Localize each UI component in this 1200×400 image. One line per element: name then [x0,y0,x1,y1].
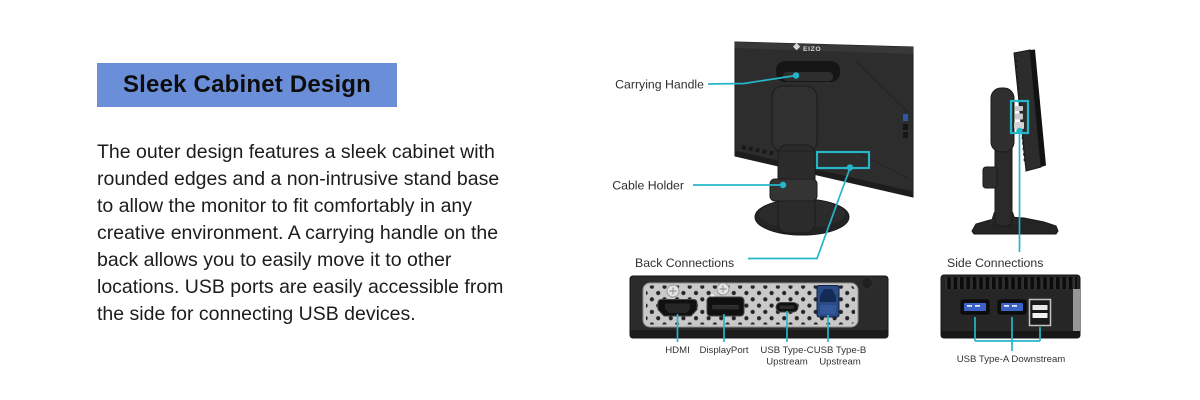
usba-tongue [1001,303,1023,311]
screw-cross [719,285,727,293]
intro-paragraph: The outer design features a sleek cabine… [97,139,503,328]
intro-line: back allows you to easily move it to oth… [97,249,452,271]
carrying-handle-label: Carrying Handle [615,78,704,92]
screw-cross [669,287,677,295]
intro-line: the side for connecting USB devices. [97,303,416,325]
intro-line: to allow the monitor to fit comfortably … [97,195,473,217]
callout-lines [693,74,1021,260]
side-usb-port [1015,113,1023,120]
usb-a-port [997,299,1027,315]
dp-slot [712,305,739,310]
displayport-port [706,296,745,317]
side-connections-dot [1016,127,1023,135]
eizo-logo-text: EIZO [803,46,821,53]
stacked-slot [1032,305,1048,310]
back-connections-panel: HDMI DisplayPort USB Type-C Upstream USB… [629,275,889,368]
back-connections-line [748,167,851,260]
cable-holder-label: Cable Holder [612,179,684,193]
hdmi-port [657,299,698,317]
usba-contact [1012,305,1017,307]
headline-text: Sleek Cabinet Design [122,71,372,98]
usba-contact [975,305,980,307]
usbc-slot [779,305,795,309]
back-panel-vents [741,145,777,156]
side-panel-front-edge [1030,49,1046,167]
panel-knob [861,277,873,289]
hdmi-label: HDMI [665,345,690,356]
stacked-usb-port [1028,298,1052,327]
intro-line: rounded edges and a non-intrusive stand … [97,168,500,190]
carrying-handle-dot [792,72,800,79]
monitor-back-view: EIZO [734,41,914,198]
back-port-callout-lines [676,311,829,342]
usba-tongue [964,303,986,311]
back-side-port [903,132,908,138]
connector-plate-perforation [646,285,855,325]
side-panel-edge-highlight [1073,289,1080,331]
stand-arm [771,85,818,153]
back-panel-top-highlight [735,42,913,54]
cable-holder-clip [769,178,818,202]
usb-b-port [816,285,840,318]
usba-contact [1004,305,1009,307]
usb-c-port [775,302,799,313]
callout-dots [779,72,1023,189]
carrying-handle-line [707,74,797,85]
cable-holder-dot [779,181,787,189]
screw-icon [666,284,680,298]
side-port-callout-lines [974,317,1041,351]
side-stand-arm [990,87,1015,153]
side-usb-port [1015,106,1023,111]
usb-c-label-line2: Upstream [766,357,808,368]
usbb-bottom-slot [820,305,836,314]
hdmi-slot [665,303,690,313]
usb-c-label: USB Type-C [760,345,813,356]
monitor-side-view [971,49,1059,235]
side-connections-panel: USB Type-A Downstream [940,274,1081,365]
screw-icon [716,282,730,296]
headline-box: Sleek Cabinet Design [97,63,397,107]
side-panel-vent-slots [944,277,1077,289]
intro-line: creative environment. A carrying handle … [97,222,499,244]
stacked-slot [1032,313,1048,318]
displayport-label: DisplayPort [699,345,748,356]
back-side-port [903,114,908,121]
side-panel-ticks [1015,59,1026,165]
usb-b-label: USB Type-B [814,345,867,356]
panel-bottom-strip [630,330,888,338]
back-side-port [903,124,908,130]
stacked-frame [1028,298,1052,327]
side-stand-column [994,141,1013,227]
back-panel-crease [854,59,909,113]
back-connections-dot [846,164,854,171]
intro-line: The outer design features a sleek cabine… [97,141,495,163]
usbb-top-slot [820,289,836,302]
back-panel-crease [851,149,909,179]
monitor-back-stand [754,85,850,236]
side-cable-holder-clip [982,166,998,189]
intro-line: locations. USB ports are easily accessib… [97,276,504,298]
side-connections-label: Side Connections [947,256,1043,270]
back-connections-highlight [815,150,871,170]
usb-a-port [960,299,990,315]
side-usb-port [1014,122,1024,129]
usb-b-label-line2: Upstream [819,357,861,368]
back-connections-label: Back Connections [635,256,734,270]
usb-a-downstream-label: USB Type-A Downstream [957,354,1066,365]
side-panel-bottom-strip [941,331,1080,338]
usba-contact [967,305,972,307]
